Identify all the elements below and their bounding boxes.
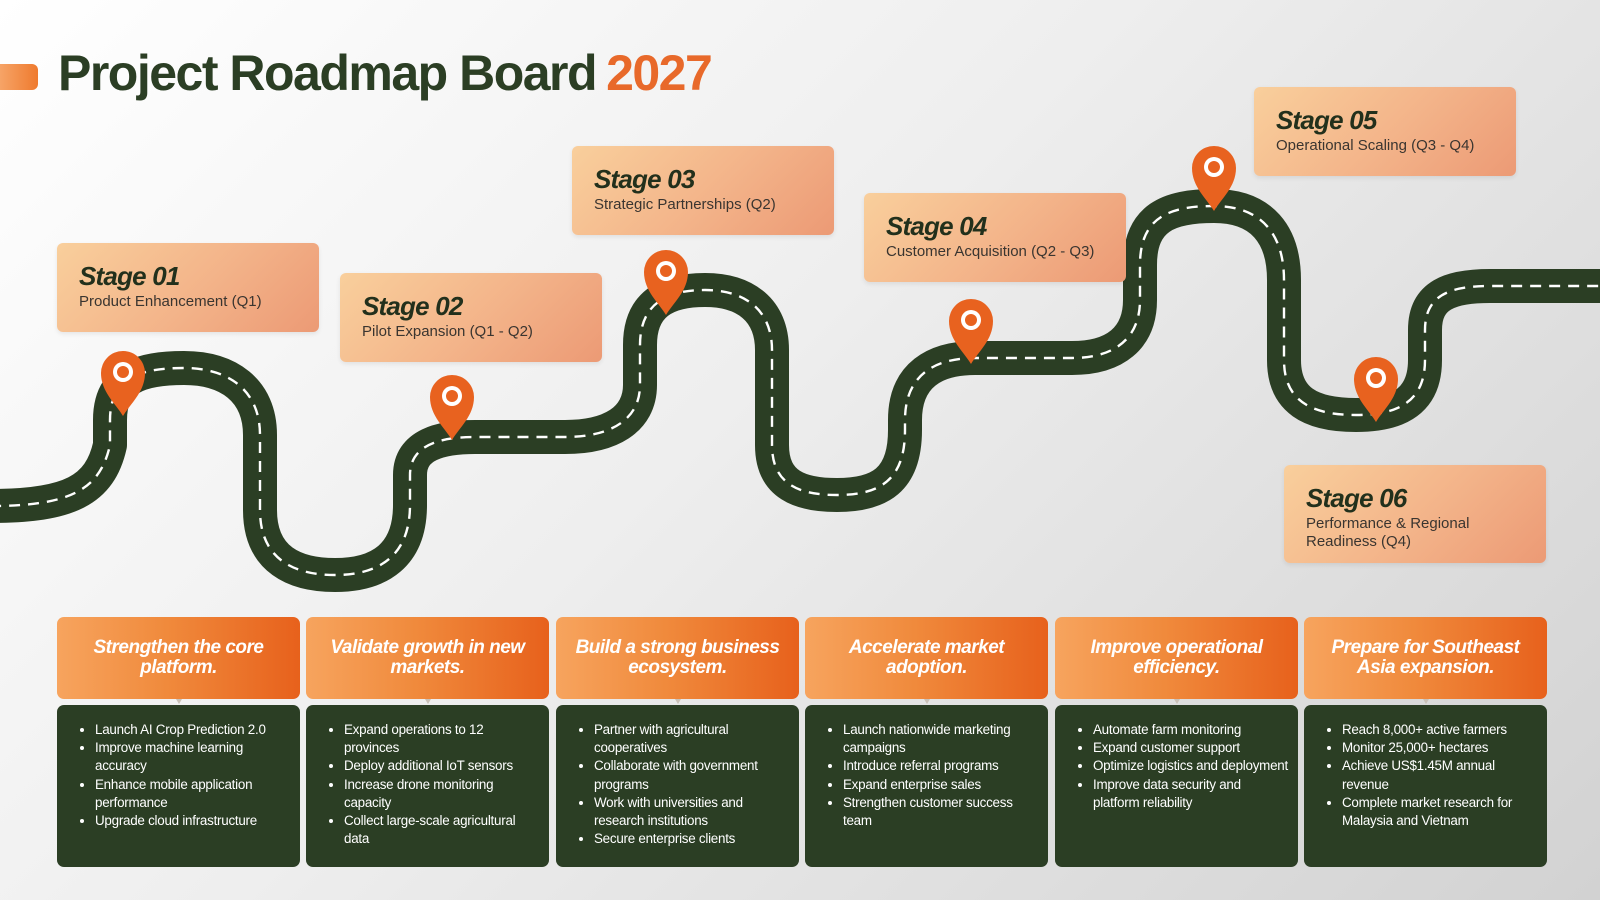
goal-header-02: Validate growth in new markets. (306, 617, 549, 704)
goal-header-01: Strengthen the core platform. (57, 617, 300, 704)
list-item: Improve machine learning accuracy (80, 739, 292, 775)
list-item: Achieve US$1.45M annual revenue (1327, 757, 1539, 793)
list-item: Reach 8,000+ active farmers (1327, 721, 1539, 739)
list-item: Collaborate with government programs (579, 757, 791, 793)
detail-list: Automate farm monitoring Expand customer… (1063, 721, 1290, 812)
location-pin-icon (101, 351, 145, 416)
page-title-text: Project Roadmap Board (58, 45, 598, 101)
list-item: Upgrade cloud infrastructure (80, 812, 292, 830)
location-pin-icon (949, 299, 993, 364)
list-item: Expand enterprise sales (828, 776, 1040, 794)
list-item: Launch nationwide marketing campaigns (828, 721, 1040, 757)
list-item: Expand operations to 12 provinces (329, 721, 541, 757)
list-item: Strengthen customer success team (828, 794, 1040, 830)
detail-list: Reach 8,000+ active farmers Monitor 25,0… (1312, 721, 1539, 830)
detail-panel-03: Partner with agricultural cooperatives C… (556, 705, 799, 867)
list-item: Deploy additional IoT sensors (329, 757, 541, 775)
list-item: Complete market research for Malaysia an… (1327, 794, 1539, 830)
location-pin-icon (430, 375, 474, 440)
stage-card-02: Stage 02 Pilot Expansion (Q1 - Q2) (340, 273, 602, 362)
list-item: Monitor 25,000+ hectares (1327, 739, 1539, 757)
location-pin-icon (1192, 146, 1236, 211)
page-title-year: 2027 (606, 45, 713, 101)
stage-subtitle: Operational Scaling (Q3 - Q4) (1276, 137, 1475, 154)
stage-subtitle: Strategic Partnerships (Q2) (594, 196, 776, 213)
list-item: Improve data security and platform relia… (1078, 776, 1290, 812)
list-item: Expand customer support (1078, 739, 1290, 757)
title-accent-bar (0, 64, 38, 90)
list-item: Work with universities and research inst… (579, 794, 791, 830)
goal-header-04: Accelerate market adoption. (805, 617, 1048, 704)
list-item: Collect large-scale agricultural data (329, 812, 541, 848)
detail-panel-05: Automate farm monitoring Expand customer… (1055, 705, 1298, 867)
detail-list: Partner with agricultural cooperatives C… (564, 721, 791, 848)
stage-subtitle: Customer Acquisition (Q2 - Q3) (886, 243, 1095, 260)
detail-list: Launch nationwide marketing campaigns In… (813, 721, 1040, 830)
detail-panel-06: Reach 8,000+ active farmers Monitor 25,0… (1304, 705, 1547, 867)
detail-panel-04: Launch nationwide marketing campaigns In… (805, 705, 1048, 867)
stage-subtitle: Product Enhancement (Q1) (79, 293, 262, 310)
stage-title: Stage 04 (886, 211, 987, 241)
stage-card-06: Stage 06 Performance & Regional Readines… (1284, 465, 1546, 563)
stage-title: Stage 01 (79, 261, 180, 291)
location-pin-icon (644, 250, 688, 315)
list-item: Increase drone monitoring capacity (329, 776, 541, 812)
list-item: Optimize logistics and deployment (1078, 757, 1290, 775)
stage-card-01: Stage 01 Product Enhancement (Q1) (57, 243, 319, 332)
goal-header-05: Improve operational efficiency. (1055, 617, 1298, 704)
road-center-line (0, 204, 1600, 577)
location-pin-icon (1354, 357, 1398, 422)
list-item: Secure enterprise clients (579, 830, 791, 848)
detail-list: Expand operations to 12 provinces Deploy… (314, 721, 541, 848)
list-item: Partner with agricultural cooperatives (579, 721, 791, 757)
stage-title: Stage 06 (1306, 483, 1407, 513)
stage-card-04: Stage 04 Customer Acquisition (Q2 - Q3) (864, 193, 1126, 282)
detail-list: Launch AI Crop Prediction 2.0 Improve ma… (65, 721, 292, 830)
stage-card-05: Stage 05 Operational Scaling (Q3 - Q4) (1254, 87, 1516, 176)
stage-card-03: Stage 03 Strategic Partnerships (Q2) (572, 146, 834, 235)
detail-panel-02: Expand operations to 12 provinces Deploy… (306, 705, 549, 867)
list-item: Enhance mobile application performance (80, 776, 292, 812)
stage-subtitle: Pilot Expansion (Q1 - Q2) (362, 323, 533, 340)
list-item: Introduce referral programs (828, 757, 1040, 775)
stage-title: Stage 02 (362, 291, 463, 321)
roadmap-road (0, 189, 1600, 592)
detail-panel-01: Launch AI Crop Prediction 2.0 Improve ma… (57, 705, 300, 867)
stage-title: Stage 05 (1276, 105, 1377, 135)
stage-subtitle: Performance & Regional Readiness (Q4) (1306, 515, 1470, 550)
goal-header-03: Build a strong business ecosystem. (556, 617, 799, 704)
list-item: Automate farm monitoring (1078, 721, 1290, 739)
list-item: Launch AI Crop Prediction 2.0 (80, 721, 292, 739)
goal-header-06: Prepare for Southeast Asia expansion. (1304, 617, 1547, 704)
stage-title: Stage 03 (594, 164, 695, 194)
